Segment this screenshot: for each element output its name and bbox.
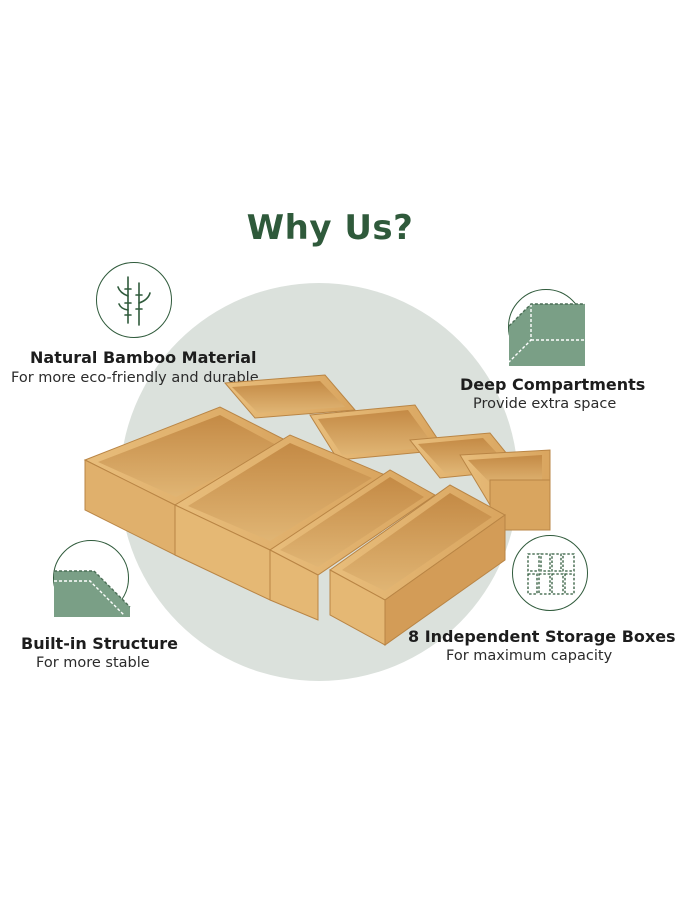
feature-title-structure: Built-in Structure: [21, 634, 179, 653]
feature-title-deep: Deep Compartments: [460, 375, 646, 394]
bamboo-icon: [96, 262, 172, 338]
feature-title-boxes: 8 Independent Storage Boxes: [408, 627, 676, 646]
storage-boxes-grid-icon: [512, 535, 588, 611]
feature-subtitle-deep: Provide extra space: [473, 396, 617, 412]
corner-structure-icon: [53, 540, 131, 617]
feature-subtitle-bamboo: For more eco-friendly and durable: [11, 370, 259, 386]
deep-compartment-icon: [508, 289, 585, 366]
feature-title-bamboo: Natural Bamboo Material: [30, 348, 257, 367]
bamboo-organizer-image: [83, 374, 551, 646]
feature-subtitle-boxes: For maximum capacity: [446, 648, 613, 664]
feature-subtitle-structure: For more stable: [36, 655, 150, 671]
page-title: Why Us?: [246, 208, 414, 248]
